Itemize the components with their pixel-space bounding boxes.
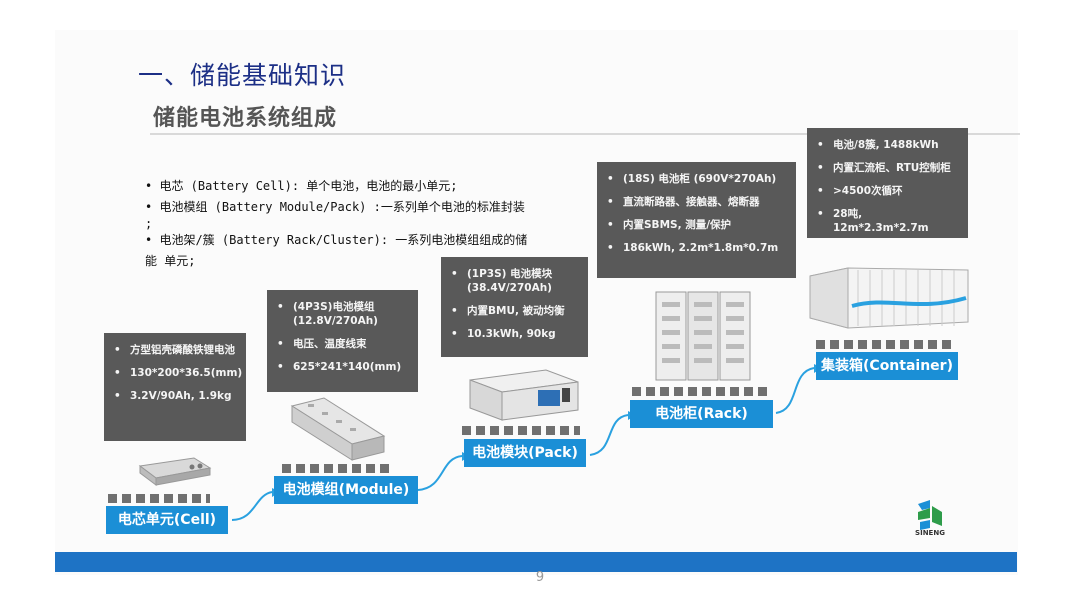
flow-arrow — [590, 415, 628, 455]
page-number: 9 — [528, 570, 552, 585]
spec-item: >4500次循环 — [817, 184, 958, 198]
spec-item: 186kWh, 2.2m*1.8m*0.7m — [607, 241, 786, 255]
pack-spec-box: (1P3S) 电池模块 (38.4V/270Ah) 内置BMU, 被动均衡 10… — [441, 257, 588, 357]
spec-item: (4P3S)电池模组 (12.8V/270Ah) — [277, 300, 408, 328]
stage-dash-row — [282, 464, 394, 473]
flow-arrow — [776, 368, 814, 413]
battery-module-image — [288, 396, 388, 462]
spec-item: 电池/8簇, 1488kWh — [817, 138, 958, 152]
spec-item: 直流断路器、接触器、熔断器 — [607, 195, 786, 209]
spec-item: 内置SBMS, 测量/保护 — [607, 218, 786, 232]
battery-cell-image — [134, 452, 214, 488]
stage-label-rack: 电池柜(Rack) — [630, 400, 773, 428]
flow-arrow — [418, 456, 462, 490]
spec-item: (1P3S) 电池模块 (38.4V/270Ah) — [451, 267, 578, 295]
spec-item: 28吨, 12m*2.3m*2.7m — [817, 207, 958, 235]
spec-item: 10.3kWh, 90kg — [451, 327, 578, 341]
battery-rack-image — [654, 288, 754, 384]
spec-item: 电压、温度线束 — [277, 337, 408, 351]
stage-label-container: 集装箱(Container) — [816, 352, 958, 380]
cell-spec-box: 方型铝壳磷酸铁锂电池 130*200*36.5(mm) 3.2V/90Ah, 1… — [104, 333, 246, 441]
rack-spec-box: (18S) 电池柜 (690V*270Ah) 直流断路器、接触器、熔断器 内置S… — [597, 162, 796, 278]
spec-item: 方型铝壳磷酸铁锂电池 — [114, 343, 236, 357]
battery-pack-image — [466, 366, 582, 424]
container-image — [808, 266, 970, 330]
stage-dash-row — [816, 340, 954, 349]
spec-item: (18S) 电池柜 (690V*270Ah) — [607, 172, 786, 186]
spec-item: 625*241*140(mm) — [277, 360, 408, 374]
container-spec-box: 电池/8簇, 1488kWh 内置汇流柜、RTU控制柜 >4500次循环 28吨… — [807, 128, 968, 238]
stage-label-module: 电池模组(Module) — [274, 476, 418, 504]
stage-dash-row — [462, 426, 580, 435]
module-spec-box: (4P3S)电池模组 (12.8V/270Ah) 电压、温度线束 625*241… — [267, 290, 418, 392]
spec-item: 内置汇流柜、RTU控制柜 — [817, 161, 958, 175]
spec-item: 内置BMU, 被动均衡 — [451, 304, 578, 318]
footer-bar — [55, 552, 1017, 572]
stage-dash-row — [632, 387, 770, 396]
sineng-logo-icon — [912, 500, 948, 546]
logo-wordmark: SINENG — [910, 529, 950, 537]
spec-item: 3.2V/90Ah, 1.9kg — [114, 389, 236, 403]
flow-arrow — [232, 492, 272, 520]
spec-item: 130*200*36.5(mm) — [114, 366, 236, 380]
stage-label-cell: 电芯单元(Cell) — [106, 506, 228, 534]
stage-dash-row — [108, 494, 210, 503]
stage-label-pack: 电池模块(Pack) — [464, 439, 586, 467]
